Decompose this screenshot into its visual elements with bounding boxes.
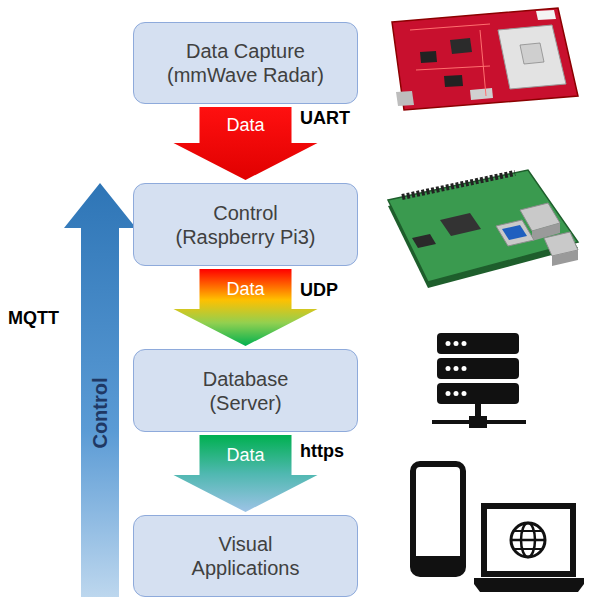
server-led <box>462 391 467 396</box>
globe-equator <box>511 539 545 542</box>
raspberry-pi-board <box>388 170 578 288</box>
pi-chip <box>412 234 436 248</box>
protocol-label: UDP <box>300 280 338 301</box>
radar-trace <box>480 30 486 96</box>
globe-latitude <box>514 530 542 532</box>
radar-sticker <box>536 10 556 20</box>
radar-component <box>420 51 437 63</box>
laptop-screen <box>484 506 573 574</box>
box-label: Data Capture (mmWave Radar) <box>160 39 332 87</box>
radar-board <box>392 8 578 110</box>
server-stem <box>475 404 481 418</box>
pi-processor <box>440 213 481 236</box>
server-led <box>446 341 451 346</box>
data-flow-arrow <box>174 269 318 346</box>
box-label: Visual Applications <box>184 532 308 580</box>
protocol-label: MQTT <box>8 308 59 329</box>
laptop-base <box>474 578 584 592</box>
server-led <box>446 366 451 371</box>
data-flow-arrow <box>174 107 318 180</box>
process-box: Data Capture (mmWave Radar) <box>133 22 358 104</box>
control-arrow <box>64 183 136 597</box>
phone-icon <box>413 464 463 574</box>
protocol-label: https <box>300 441 344 462</box>
protocol-label: UART <box>300 108 350 129</box>
pi-usb3-insert <box>502 225 527 240</box>
process-box: Visual Applications <box>133 515 358 597</box>
pi-board <box>388 170 578 282</box>
server-unit <box>437 358 519 379</box>
radar-trace <box>416 66 490 70</box>
radar-pcb <box>392 8 578 110</box>
process-box: Control (Raspberry Pi3) <box>133 183 358 266</box>
globe-latitude <box>514 548 542 550</box>
box-label: Database (Server) <box>191 367 301 415</box>
data-flow-arrow <box>174 435 318 512</box>
arrow-label: Data <box>226 115 264 136</box>
server-led <box>454 391 459 396</box>
arrow-label: Control <box>89 377 112 448</box>
radar-connector <box>396 91 414 106</box>
box-label: Control (Raspberry Pi3) <box>163 201 329 249</box>
pi-ethernet-side <box>552 250 578 266</box>
server-icon <box>432 333 526 428</box>
server-led <box>462 366 467 371</box>
server-led <box>454 366 459 371</box>
arrow-label: Data <box>226 279 264 300</box>
phone-bezel <box>413 556 463 574</box>
globe-icon <box>511 523 545 557</box>
radar-chip <box>520 43 544 64</box>
radar-trace <box>410 24 490 30</box>
server-network-line <box>432 420 526 424</box>
pi-usb-port <box>496 220 534 246</box>
radar-component <box>444 75 463 87</box>
pi-gpio-header <box>402 173 515 197</box>
server-led <box>462 341 467 346</box>
radar-connector <box>470 88 493 100</box>
server-unit <box>437 333 519 354</box>
server-led <box>446 391 451 396</box>
server-unit <box>437 383 519 404</box>
process-box: Database (Server) <box>133 349 358 432</box>
server-led <box>454 341 459 346</box>
arrow-label: Data <box>226 445 264 466</box>
radar-component <box>450 38 472 54</box>
radar-antenna-area <box>498 25 566 89</box>
client-devices <box>413 464 584 592</box>
